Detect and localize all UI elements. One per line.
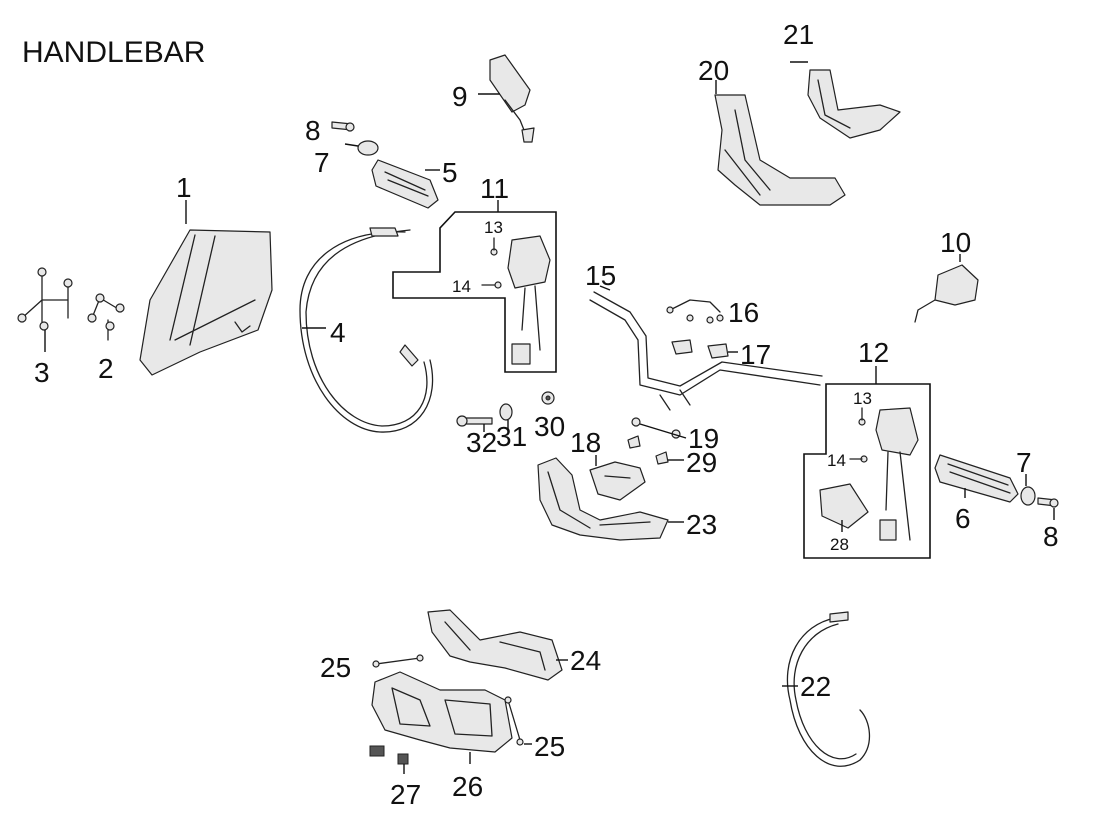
- part-switch-left-group: 11 13 14: [392, 173, 557, 373]
- label-30: 30: [534, 411, 565, 442]
- part-nut-set-2: 2: [87, 293, 125, 384]
- label-22: 22: [800, 671, 831, 702]
- label-8-left: 8: [305, 115, 321, 146]
- label-13-right: 13: [853, 389, 872, 408]
- part-screws-16: 16: [666, 297, 759, 328]
- part-mirror-left: 9: [452, 54, 535, 143]
- part-rear-cover: 20: [698, 55, 846, 206]
- part-clamp-17: 17: [671, 339, 771, 370]
- label-28: 28: [830, 535, 849, 554]
- part-dash-frame: 24: [427, 609, 601, 681]
- label-32: 32: [466, 427, 497, 458]
- label-17: 17: [740, 339, 771, 370]
- label-3: 3: [34, 357, 50, 388]
- part-instrument-cluster: 26: [371, 671, 513, 802]
- label-26: 26: [452, 771, 483, 802]
- part-switch-right-group: 12 28 13 14: [803, 337, 931, 559]
- part-bar-end-weight-left: 7: [314, 140, 379, 178]
- label-11: 11: [480, 173, 509, 204]
- part-grip-left: 5: [371, 157, 458, 209]
- label-18: 18: [570, 427, 601, 458]
- part-clip-29: 29: [627, 435, 717, 478]
- diagram-title: HANDLEBAR: [22, 36, 205, 69]
- part-screw-8-left: 8: [305, 115, 355, 146]
- part-screw-8-right: 8: [1037, 497, 1059, 552]
- label-14-right: 14: [827, 451, 846, 470]
- label-25-left: 25: [320, 652, 351, 683]
- label-10: 10: [940, 227, 971, 258]
- part-handlebar: 15: [585, 260, 823, 411]
- label-29: 29: [686, 447, 717, 478]
- part-brake-cable: 22: [782, 611, 871, 767]
- label-20: 20: [698, 55, 729, 86]
- label-9: 9: [452, 81, 468, 112]
- label-19: 19: [688, 423, 719, 454]
- part-connector-27: 27: [369, 745, 421, 810]
- label-23: 23: [686, 509, 717, 540]
- part-mirror-right: 10: [914, 227, 979, 323]
- label-13-left: 13: [484, 218, 503, 237]
- label-8-right: 8: [1043, 521, 1059, 552]
- label-25-right: 25: [534, 731, 565, 762]
- label-27: 27: [390, 779, 421, 810]
- label-15: 15: [585, 260, 616, 291]
- label-7-left: 7: [314, 147, 330, 178]
- label-2: 2: [98, 353, 114, 384]
- label-12: 12: [858, 337, 889, 368]
- label-14-left: 14: [452, 277, 471, 296]
- label-5: 5: [442, 157, 458, 188]
- label-4: 4: [330, 317, 346, 348]
- part-screw-25-left: 25: [320, 652, 424, 683]
- part-screw-25-right: 25: [504, 696, 565, 762]
- label-24: 24: [570, 645, 601, 676]
- label-31: 31: [496, 421, 527, 452]
- label-1: 1: [176, 172, 192, 203]
- part-nut-30: 30: [534, 391, 565, 442]
- part-inner-cover: 21: [783, 19, 901, 139]
- part-screw-set-3: 3: [17, 267, 73, 388]
- label-16: 16: [728, 297, 759, 328]
- label-21: 21: [783, 19, 814, 50]
- part-grip-right: 6: [934, 454, 1019, 534]
- part-windshield: 1: [139, 172, 273, 376]
- label-7-right: 7: [1016, 447, 1032, 478]
- part-washer-31: 31: [496, 403, 527, 452]
- part-bolt-32: 32: [456, 415, 497, 458]
- part-lower-cover: 23: [537, 457, 717, 541]
- part-bracket-18: 18: [570, 427, 646, 501]
- part-bar-end-weight-right: 7: [1016, 447, 1036, 506]
- part-screw-19: 19: [631, 417, 719, 454]
- part-throttle-cable: 4: [299, 227, 434, 433]
- label-6: 6: [955, 503, 971, 534]
